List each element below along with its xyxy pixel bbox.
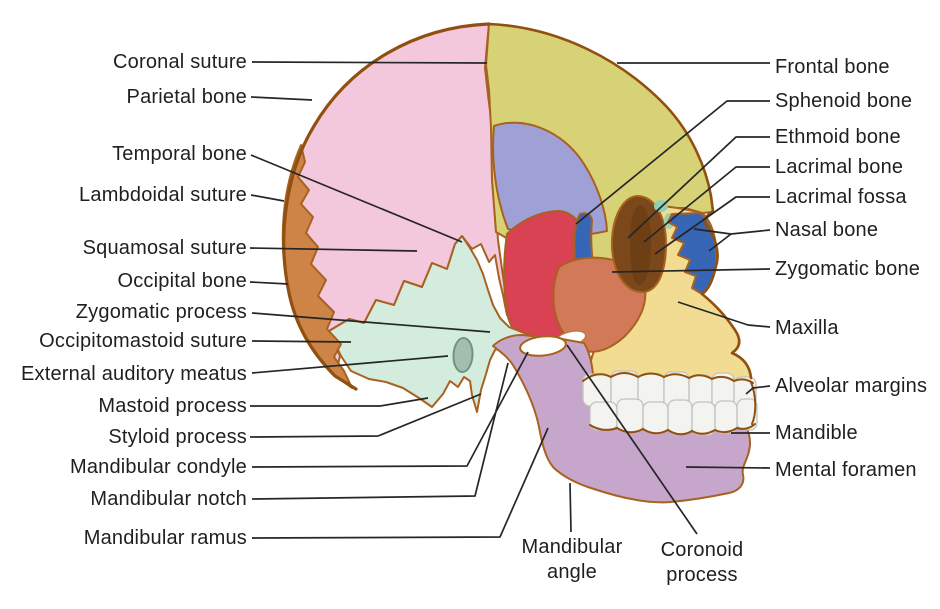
face-outline xyxy=(487,22,753,380)
leader-lines xyxy=(249,61,771,539)
leader-mandibular-angle xyxy=(569,482,572,533)
leader-mental-foramen xyxy=(685,466,771,469)
temporal-fossa-region xyxy=(492,121,608,237)
label-coronal-suture: Coronal suture xyxy=(113,51,247,73)
leader-squamosal-suture xyxy=(249,247,418,252)
label-parietal-bone: Parietal bone xyxy=(126,86,247,108)
leader-alveolar-margins xyxy=(745,385,771,395)
label-squamosal-suture: Squamosal suture xyxy=(82,237,247,259)
label-mandibular-angle: Mandibular angle xyxy=(521,536,623,583)
external-auditory-meatus-region xyxy=(452,337,474,373)
label-mental-foramen: Mental foramen xyxy=(775,459,917,481)
leader-parietal-bone xyxy=(250,96,313,101)
leader-lacrimal-fossa xyxy=(654,196,770,255)
label-lacrimal-fossa: Lacrimal fossa xyxy=(775,186,907,208)
leader-external-auditory-meatus xyxy=(251,355,449,374)
label-external-auditory-meatus: External auditory meatus xyxy=(20,363,247,385)
label-mandible: Mandible xyxy=(775,422,858,444)
label-coronoid-process: Coronoid process xyxy=(660,539,744,586)
label-nasal-bone: Nasal bone xyxy=(775,219,879,241)
mandibular-condyle-region xyxy=(519,335,567,357)
leader-mastoid-process xyxy=(250,397,429,407)
leader-ethmoid-bone xyxy=(627,136,770,239)
upper-teeth-margin xyxy=(582,372,754,384)
leader-nasal-bone-fork-lower xyxy=(708,233,732,252)
leader-lacrimal-bone xyxy=(643,166,770,243)
leader-sphenoid-bone xyxy=(575,100,770,225)
skull-bones xyxy=(281,22,758,504)
teeth-front-edge xyxy=(750,381,757,425)
label-ethmoid-bone: Ethmoid bone xyxy=(775,126,901,148)
label-occipitomastoid-suture: Occipitomastoid suture xyxy=(39,330,247,352)
label-lacrimal-bone: Lacrimal bone xyxy=(775,156,904,178)
leader-lambdoidal-suture xyxy=(250,194,285,202)
temporal-bone-region xyxy=(328,235,550,413)
label-mandibular-ramus: Mandibular ramus xyxy=(83,527,247,549)
leader-zygomatic-bone xyxy=(611,268,771,273)
label-sphenoid-bone: Sphenoid bone xyxy=(775,90,913,112)
label-mandibular-condyle: Mandibular condyle xyxy=(69,456,247,478)
leader-occipital-bone xyxy=(249,281,289,285)
leader-coronal-suture xyxy=(251,61,488,64)
label-maxilla: Maxilla xyxy=(775,317,839,339)
teeth-lower-row xyxy=(589,398,758,436)
leader-mandibular-ramus xyxy=(251,427,549,539)
ethmoid-dark-stripe xyxy=(630,205,652,285)
label-temporal-bone: Temporal bone xyxy=(112,143,247,165)
cranium-outline xyxy=(282,22,491,391)
leader-mandibular-condyle xyxy=(251,351,529,468)
label-frontal-bone: Frontal bone xyxy=(775,56,890,78)
label-zygomatic-bone: Zygomatic bone xyxy=(775,258,921,280)
label-lambdoidal-suture: Lambdoidal suture xyxy=(79,184,247,206)
leader-maxilla xyxy=(677,301,771,328)
leader-nasal-bone-fork-upper xyxy=(693,228,732,235)
label-mastoid-process: Mastoid process xyxy=(98,395,247,417)
label-styloid-process: Styloid process xyxy=(108,426,247,448)
label-alveolar-margins: Alveolar margins xyxy=(775,375,928,397)
leader-occipitomastoid-suture xyxy=(251,340,352,343)
leader-mandibular-notch xyxy=(251,362,509,500)
leader-coronoid-process xyxy=(566,344,698,535)
leader-styloid-process xyxy=(249,393,482,438)
label-mandibular-notch: Mandibular notch xyxy=(90,488,247,510)
leader-zygomatic-process xyxy=(251,312,491,333)
label-occipital-bone: Occipital bone xyxy=(117,270,247,292)
label-zygomatic-process: Zygomatic process xyxy=(75,301,247,323)
lower-teeth-margin xyxy=(589,423,756,436)
leader-nasal-bone-stem xyxy=(730,229,771,235)
leader-temporal-bone xyxy=(250,154,463,243)
